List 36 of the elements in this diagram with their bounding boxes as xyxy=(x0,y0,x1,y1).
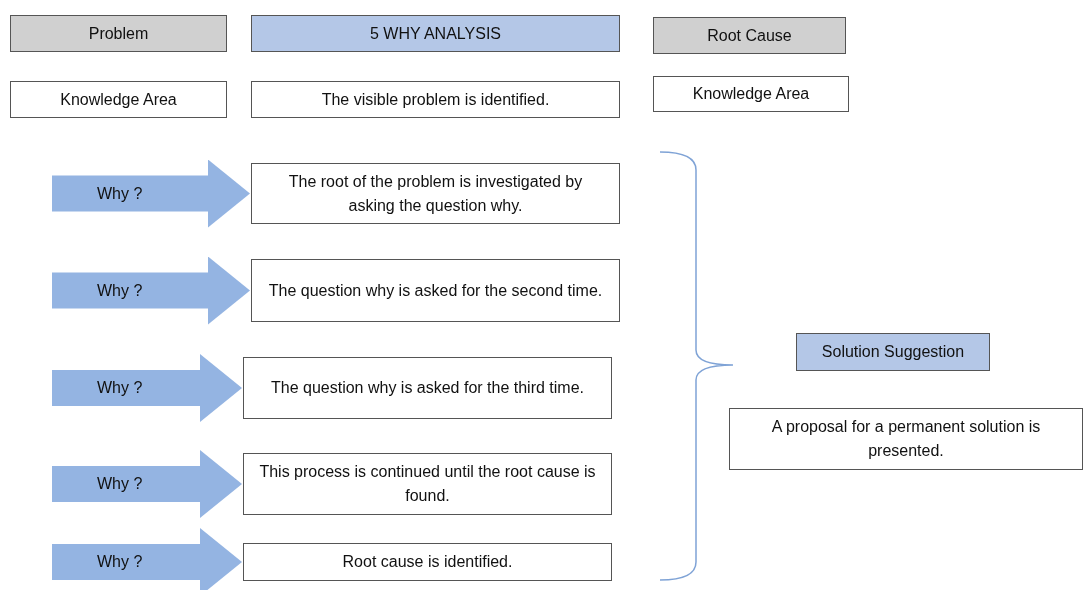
block-arrow xyxy=(52,256,250,325)
edge-label: Why ? xyxy=(97,183,143,204)
box-text: Knowledge Area xyxy=(60,89,177,110)
box-text: A proposal for a permanent solution is presented. xyxy=(770,417,1042,461)
header-box xyxy=(796,333,990,371)
box-text: The question why is asked for the second time. xyxy=(268,280,603,301)
text-box xyxy=(243,357,612,419)
block-arrow xyxy=(52,354,242,422)
text-box xyxy=(243,543,612,581)
box-text: This process is continued until the root cause is found. xyxy=(258,462,597,506)
box-text: The question why is asked for the third time. xyxy=(270,378,584,398)
edge-label: Why ? xyxy=(97,378,143,398)
edge-label: Why ? xyxy=(97,280,143,301)
header-box xyxy=(251,15,620,52)
box-text: 5 WHY ANALYSIS xyxy=(370,23,501,44)
box-text: The root of the problem is investigated by asking the question why. xyxy=(287,171,584,216)
header-box xyxy=(653,17,846,54)
text-box xyxy=(251,163,620,224)
block-arrow xyxy=(52,450,242,518)
text-box xyxy=(251,259,620,322)
edge-label: Why ? xyxy=(97,552,143,572)
box-text: The visible problem is identified. xyxy=(321,89,550,110)
edge-label: Why ? xyxy=(97,474,143,494)
text-box xyxy=(729,408,1083,470)
box-text: Root cause is identified. xyxy=(342,552,513,572)
header-box xyxy=(10,15,227,52)
block-arrow xyxy=(52,528,242,590)
block-arrow xyxy=(52,159,250,228)
box-text: Root Cause xyxy=(707,25,792,46)
text-box xyxy=(10,81,227,118)
box-text: Knowledge Area xyxy=(692,84,810,104)
box-text: Solution Suggestion xyxy=(821,342,965,362)
text-box xyxy=(251,81,620,118)
text-box xyxy=(243,453,612,515)
text-box xyxy=(653,76,849,112)
box-text: Problem xyxy=(88,23,149,44)
